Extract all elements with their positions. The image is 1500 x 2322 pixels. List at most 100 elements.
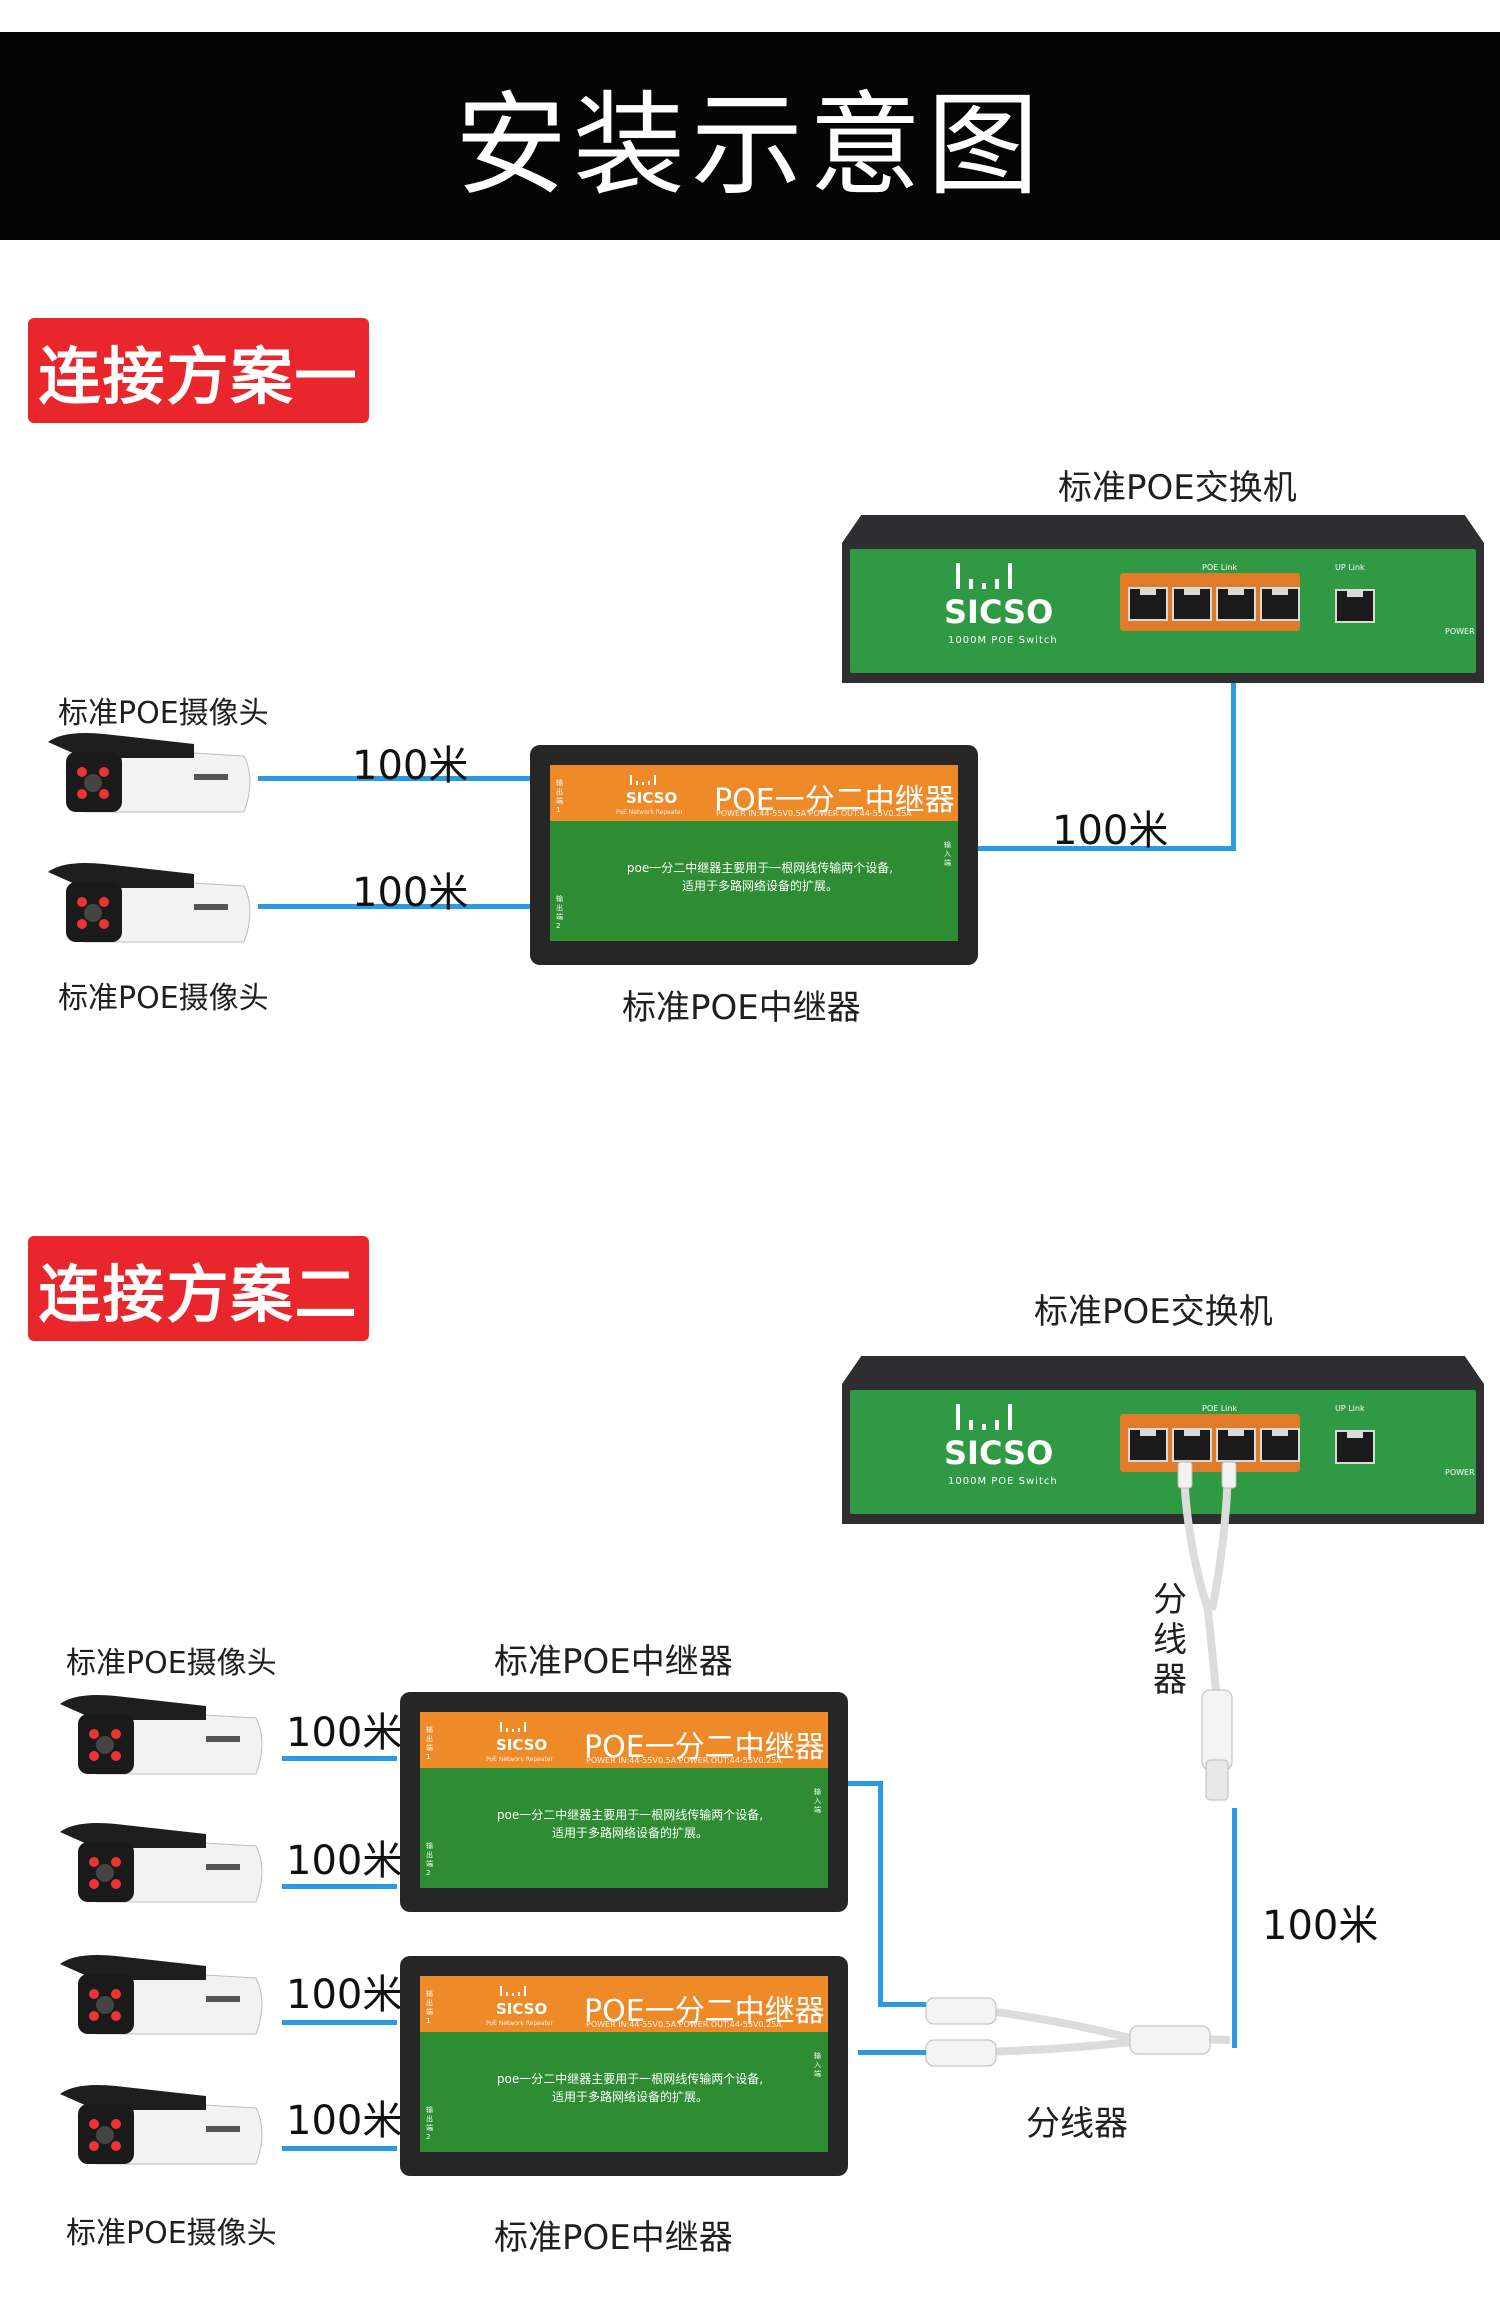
plan2-dist-cam1: 100米 xyxy=(286,1710,403,1756)
rep-desc-1: poe一分二中继器主要用于一根网线传输两个设备, xyxy=(496,1808,764,1822)
rep-desc-2: 适用于多路网络设备的扩展。 xyxy=(551,1826,708,1840)
poe-link-label: POE Link xyxy=(1202,563,1238,572)
switch-brand: SICSO xyxy=(944,593,1054,631)
poe-port-2 xyxy=(1172,1428,1212,1462)
plan1-camera-2 xyxy=(48,863,251,943)
poe-port-2 xyxy=(1172,587,1212,621)
rep-port-out2: 输出端2 xyxy=(556,895,563,930)
up-link-label: UP Link xyxy=(1335,1404,1365,1413)
rep-signal-icon xyxy=(500,1722,526,1732)
plan2-wire-rep1-h2 xyxy=(878,2002,926,2007)
power-label: POWER xyxy=(1445,1468,1475,1477)
uplink-port xyxy=(1335,589,1375,623)
plan2-splitter-vertical-label: 分线器 xyxy=(1153,1580,1187,1700)
poe-port-strip xyxy=(1120,1414,1300,1472)
plan1-dist-switch: 100米 xyxy=(1052,808,1169,854)
rep-port-in: 输入端 xyxy=(944,841,951,867)
rep-brand-sub: PoE Network Repeater xyxy=(486,1756,554,1763)
poe-port-strip xyxy=(1120,573,1300,631)
plan2-switch-label: 标准POE交换机 xyxy=(1034,1292,1273,1332)
plan1-wire-switch-h xyxy=(978,846,1236,851)
rep-title: POE一分二中继器 xyxy=(584,1730,825,1765)
plan2-repeater-label-top: 标准POE中继器 xyxy=(494,1642,733,1682)
plan2-dist-switch: 100米 xyxy=(1262,1903,1379,1949)
plan1-wire-cam1 xyxy=(258,776,530,781)
rep-brand: SICSO xyxy=(496,2000,548,2018)
plan2-wire-rep2-h xyxy=(858,2050,926,2055)
plan2-repeater-label-bottom: 标准POE中继器 xyxy=(494,2218,733,2258)
rep-port-out1: 输出端1 xyxy=(556,779,563,814)
plan2-wire-cam3 xyxy=(282,2020,397,2025)
plan1-switch-label: 标准POE交换机 xyxy=(1058,468,1297,508)
rep-desc-2: 适用于多路网络设备的扩展。 xyxy=(551,2090,708,2104)
header-banner xyxy=(0,32,1500,240)
signal-bars-icon xyxy=(956,1404,1012,1430)
rep-signal-icon xyxy=(500,1986,526,1996)
plan2-dist-cam2: 100米 xyxy=(286,1838,403,1884)
plan2-wire-rep1-v xyxy=(878,1781,883,2007)
rep-spec: POWER IN:44-55V0.5A POWER OUT:44-55V0.25… xyxy=(586,1756,782,1765)
poe-port-4 xyxy=(1260,1428,1300,1462)
rep-title: POE一分二中继器 xyxy=(714,783,955,818)
plan2-wire-rep1-h xyxy=(845,1781,883,1786)
rep-port-in: 输入端 xyxy=(814,2052,821,2078)
plan1-poe-switch: SICSO 1000M POE Switch POE Link UP Link … xyxy=(842,515,1484,683)
plan2-camera-label-top: 标准POE摄像头 xyxy=(66,1646,277,1681)
signal-bars-icon xyxy=(956,563,1012,589)
rep-desc-2: 适用于多路网络设备的扩展。 xyxy=(681,879,838,893)
rep-port-in: 输入端 xyxy=(814,1788,821,1814)
plan1-badge: 连接方案一 xyxy=(28,318,369,423)
plan2-camera-label-bottom: 标准POE摄像头 xyxy=(66,2216,277,2251)
rep-title: POE一分二中继器 xyxy=(584,1994,825,2029)
plan2-camera-1 xyxy=(60,1695,263,1775)
rep-spec: POWER IN:44-55V0.5A POWER OUT:44-55V0.25… xyxy=(716,809,912,818)
plan1-camera-label-bottom: 标准POE摄像头 xyxy=(58,981,269,1016)
rep-port-out1: 输出端1 xyxy=(426,1726,433,1761)
poe-port-3 xyxy=(1216,587,1256,621)
plan2-repeater-1: SICSO PoE Network Repeater POE一分二中继器 POW… xyxy=(400,1692,848,1912)
rep-port-out2: 输出端2 xyxy=(426,1842,433,1877)
plan2-camera-3 xyxy=(60,1955,263,2035)
poe-port-1 xyxy=(1128,1428,1168,1462)
switch-brand: SICSO xyxy=(944,1434,1054,1472)
uplink-port xyxy=(1335,1430,1375,1464)
rep-spec: POWER IN:44-55V0.5A POWER OUT:44-55V0.25… xyxy=(586,2020,782,2029)
poe-port-4 xyxy=(1260,587,1300,621)
plan1-repeater: SICSO PoE Network Repeater POE一分二中继器 POW… xyxy=(530,745,978,965)
plan2-poe-switch: SICSO 1000M POE Switch POE Link UP Link … xyxy=(842,1356,1484,1524)
rep-desc-1: poe一分二中继器主要用于一根网线传输两个设备, xyxy=(496,2072,764,2086)
poe-port-1 xyxy=(1128,587,1168,621)
plan1-dist-cam1: 100米 xyxy=(352,743,469,789)
plan2-dist-cam4: 100米 xyxy=(286,2098,403,2144)
plan2-splitter-cable-bottom xyxy=(925,1997,1231,2067)
plan1-repeater-label: 标准POE中继器 xyxy=(622,988,861,1028)
plan1-camera-1 xyxy=(48,733,251,813)
rep-signal-icon xyxy=(630,775,656,785)
switch-subtitle: 1000M POE Switch xyxy=(948,1476,1058,1487)
plan2-splitter-cable-top xyxy=(1177,1461,1237,1801)
rep-port-out1: 输出端1 xyxy=(426,1990,433,2025)
plan2-wire-cam4 xyxy=(282,2146,397,2151)
poe-port-3 xyxy=(1216,1428,1256,1462)
plan2-wire-cam2 xyxy=(282,1884,397,1889)
plan1-wire-cam2 xyxy=(258,904,530,909)
plan2-repeater-2: SICSO PoE Network Repeater POE一分二中继器 POW… xyxy=(400,1956,848,2176)
plan2-wire-switch-v xyxy=(1232,1808,1237,2048)
rep-brand-sub: PoE Network Repeater xyxy=(486,2020,554,2027)
rep-brand: SICSO xyxy=(626,789,678,807)
page-title: 安装示意图 xyxy=(455,81,1045,211)
poe-link-label: POE Link xyxy=(1202,1404,1238,1413)
rep-brand-sub: PoE Network Repeater xyxy=(616,809,684,816)
plan1-camera-label-top: 标准POE摄像头 xyxy=(58,696,269,731)
plan2-camera-4 xyxy=(60,2085,263,2165)
plan2-camera-2 xyxy=(60,1823,263,1903)
rep-port-out2: 输出端2 xyxy=(426,2106,433,2141)
plan1-wire-switch-v xyxy=(1231,683,1236,851)
rep-brand: SICSO xyxy=(496,1736,548,1754)
plan1-dist-cam2: 100米 xyxy=(352,870,469,916)
up-link-label: UP Link xyxy=(1335,563,1365,572)
power-label: POWER xyxy=(1445,627,1475,636)
plan2-splitter-label: 分线器 xyxy=(1026,2104,1128,2144)
rep-desc-1: poe一分二中继器主要用于一根网线传输两个设备, xyxy=(626,861,894,875)
plan2-badge: 连接方案二 xyxy=(28,1236,369,1341)
